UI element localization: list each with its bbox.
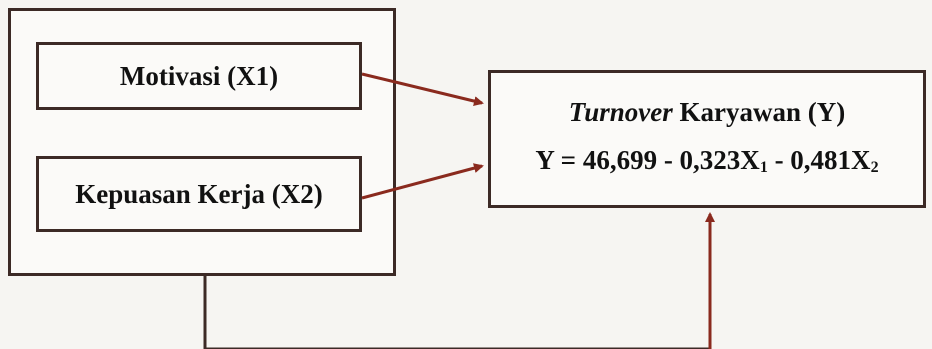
label-turnover-italic: Turnover — [568, 97, 673, 127]
box-kepuasan-kerja-x2: Kepuasan Kerja (X2) — [36, 156, 362, 232]
arrow-x2-to-y — [361, 163, 484, 200]
label-karyawan: Karyawan (Y) — [672, 97, 846, 127]
regression-equation: Y = 46,699 - 0,323X1 - 0,481X2 — [491, 145, 923, 177]
arrow-x1-to-y — [361, 72, 484, 106]
equation-term2: - 0,481X — [767, 145, 871, 175]
label-kepuasan-kerja: Kepuasan Kerja (X2) — [75, 179, 323, 209]
box-turnover-karyawan-y: Turnover Karyawan (Y) Y = 46,699 - 0,323… — [488, 70, 926, 208]
label-turnover-karyawan: Turnover Karyawan (Y) — [491, 97, 923, 128]
equation-sub1: 1 — [759, 159, 768, 176]
box-motivasi-x1: Motivasi (X1) — [36, 42, 362, 110]
equation-lhs: Y = — [535, 145, 583, 175]
equation-sub2: 2 — [870, 159, 879, 176]
equation-term1: 46,699 - 0,323X — [582, 145, 760, 175]
label-motivasi: Motivasi (X1) — [119, 61, 279, 91]
